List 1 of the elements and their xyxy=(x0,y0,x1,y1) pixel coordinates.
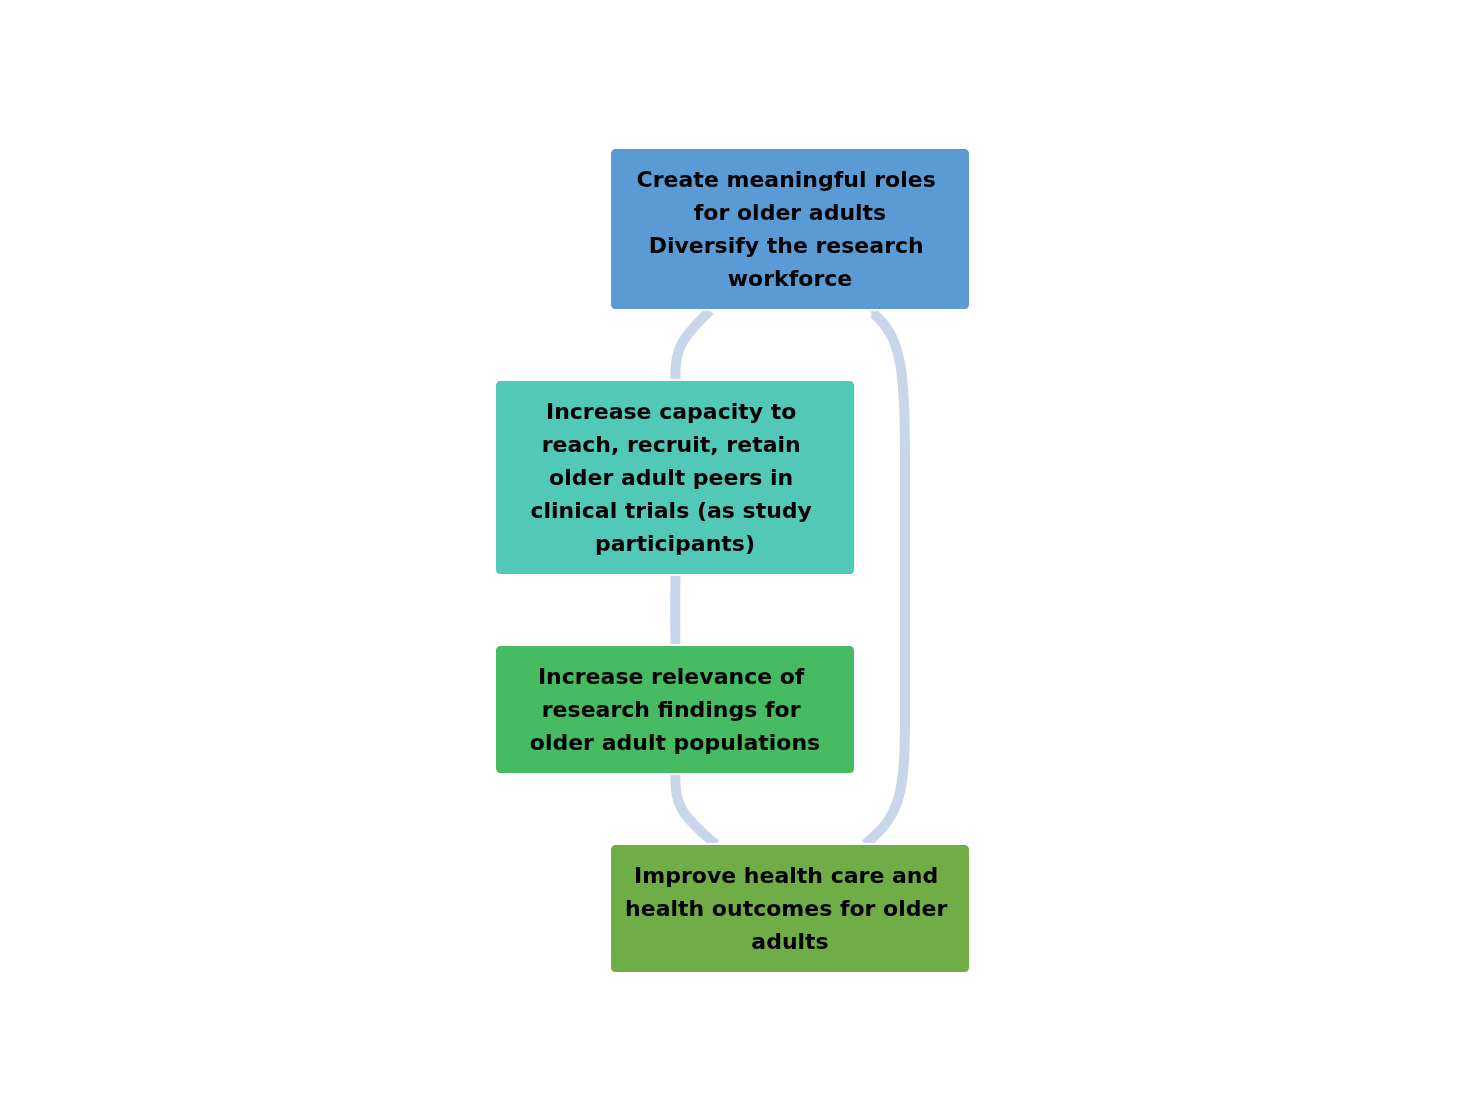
connector xyxy=(670,574,681,646)
